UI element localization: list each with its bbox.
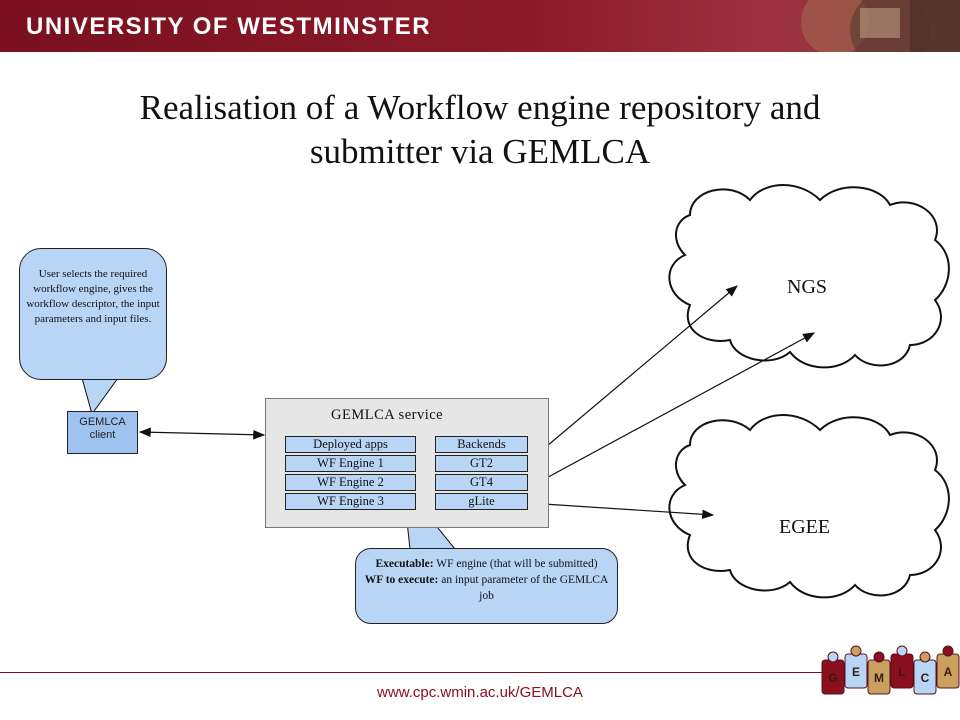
logo-letter: A bbox=[944, 665, 953, 679]
gemlca-client-box: GEMLCA client bbox=[67, 411, 138, 454]
logo-letter: L bbox=[898, 665, 905, 679]
university-name: UNIVERSITY OF WESTMINSTER bbox=[26, 13, 432, 40]
title-line-1: Realisation of a Workflow engine reposit… bbox=[139, 88, 821, 127]
gt2-to-ngs-arrow bbox=[527, 285, 738, 463]
executable-callout: Executable: WF engine (that will be subm… bbox=[355, 548, 618, 624]
logo-knob bbox=[827, 651, 839, 663]
app-wf-engine-3: WF Engine 3 bbox=[285, 493, 416, 510]
logo-knob bbox=[850, 645, 862, 657]
app-wf-engine-1: WF Engine 1 bbox=[285, 455, 416, 472]
logo-letter: G bbox=[828, 671, 837, 685]
gt4-to-ngs-arrow bbox=[527, 332, 816, 489]
crest-image bbox=[801, 0, 960, 52]
slide-title: Realisation of a Workflow engine reposit… bbox=[0, 86, 960, 174]
ngs-label: NGS bbox=[787, 276, 828, 298]
logo-letter: M bbox=[874, 671, 884, 685]
footer-divider bbox=[0, 672, 850, 673]
logo-knob bbox=[896, 645, 908, 657]
logo-knob bbox=[919, 651, 931, 663]
backend-glite: gLite bbox=[435, 493, 528, 510]
egee-label: EGEE bbox=[779, 516, 831, 538]
glite-to-egee-arrow bbox=[527, 502, 715, 520]
wf-execute-label: WF to execute: bbox=[364, 574, 439, 586]
app-wf-engine-2: WF Engine 2 bbox=[285, 474, 416, 491]
wf-execute-text: an input parameter of the GEMLCA job bbox=[438, 574, 609, 602]
executable-text: WF engine (that will be submitted) bbox=[433, 558, 598, 570]
backends-header: Backends bbox=[435, 436, 528, 453]
logo-knob bbox=[873, 651, 885, 663]
user-callout: User selects the required workflow engin… bbox=[19, 248, 167, 380]
executable-label: Executable: bbox=[375, 558, 434, 570]
backend-gt2: GT2 bbox=[435, 455, 528, 472]
deployed-apps-header: Deployed apps bbox=[285, 436, 416, 453]
title-line-2: submitter via GEMLCA bbox=[309, 132, 651, 171]
logo-knob bbox=[942, 645, 954, 657]
user-callout-tail bbox=[81, 377, 119, 416]
client-service-arrow bbox=[138, 427, 266, 440]
ngs-cloud bbox=[668, 184, 950, 369]
logo-letter: E bbox=[852, 665, 860, 679]
footer-url: www.cpc.wmin.ac.uk/GEMLCA bbox=[377, 684, 583, 701]
gemlca-service-label: GEMLCA service bbox=[331, 407, 444, 423]
backend-gt4: GT4 bbox=[435, 474, 528, 491]
egee-cloud bbox=[668, 414, 950, 599]
logo-letter: C bbox=[921, 671, 930, 685]
university-banner: UNIVERSITY OF WESTMINSTER bbox=[0, 0, 960, 52]
